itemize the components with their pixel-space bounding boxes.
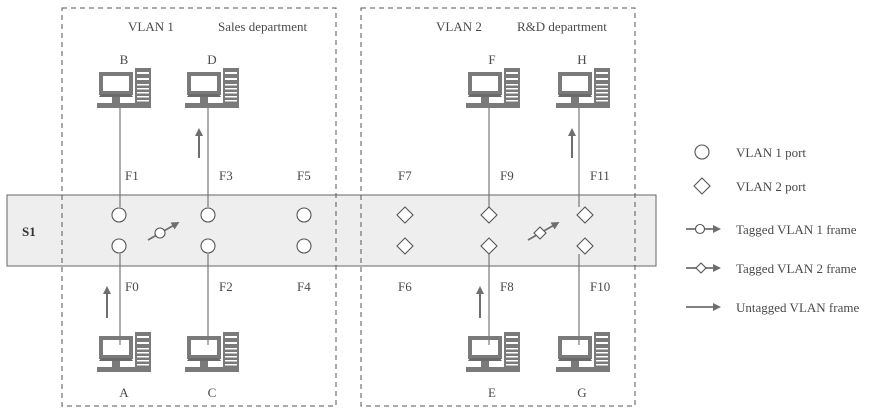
port-f0-circle-icon bbox=[111, 238, 127, 254]
port-f10-diamond-icon bbox=[576, 237, 594, 255]
port-f2-circle-icon bbox=[200, 238, 216, 254]
tagged-vlan2-frame-icon bbox=[527, 222, 560, 241]
port-f9-diamond-icon bbox=[480, 206, 498, 224]
vlan2-department: R&D department bbox=[517, 19, 607, 34]
host-g bbox=[556, 332, 610, 372]
port-label-f1: F1 bbox=[125, 168, 139, 183]
legend-label-tagged-vlan2: Tagged VLAN 2 frame bbox=[736, 261, 857, 276]
host-label-e: E bbox=[488, 385, 496, 400]
host-b bbox=[97, 68, 151, 108]
legend-label-untagged: Untagged VLAN frame bbox=[736, 300, 859, 315]
legend-tagged-diamond-arrow-icon bbox=[686, 262, 721, 274]
port-f1-circle-icon bbox=[111, 207, 127, 223]
port-label-f0: F0 bbox=[125, 279, 139, 294]
host-e bbox=[466, 332, 520, 372]
switch-label: S1 bbox=[22, 224, 36, 239]
port-label-f10: F10 bbox=[590, 279, 610, 294]
host-label-g: G bbox=[577, 385, 586, 400]
port-f4-circle-icon bbox=[296, 238, 312, 254]
port-label-f6: F6 bbox=[398, 279, 412, 294]
legend-label-tagged-vlan1: Tagged VLAN 1 frame bbox=[736, 222, 857, 237]
port-label-f2: F2 bbox=[219, 279, 233, 294]
port-label-f4: F4 bbox=[297, 279, 311, 294]
legend-label-vlan2-port: VLAN 2 port bbox=[736, 179, 806, 194]
port-f5-circle-icon bbox=[296, 207, 312, 223]
legend-tagged-circle-arrow-icon bbox=[686, 223, 721, 235]
vlan1-area bbox=[61, 7, 337, 407]
port-f3-circle-icon bbox=[200, 207, 216, 223]
port-f6-diamond-icon bbox=[396, 237, 414, 255]
legend-label-vlan1-port: VLAN 1 port bbox=[736, 145, 806, 160]
host-d bbox=[185, 68, 239, 108]
legend: VLAN 1 port VLAN 2 port Tagged VLAN 1 fr… bbox=[686, 144, 859, 315]
port-label-f7: F7 bbox=[398, 168, 412, 183]
switch-band bbox=[6, 194, 657, 267]
port-label-f11: F11 bbox=[590, 168, 610, 183]
host-label-b: B bbox=[120, 52, 129, 67]
port-label-f3: F3 bbox=[219, 168, 233, 183]
tagged-vlan1-frame-icon bbox=[147, 222, 180, 241]
vlan1-title: VLAN 1 bbox=[128, 19, 174, 34]
host-h bbox=[556, 68, 610, 108]
host-label-a: A bbox=[119, 385, 129, 400]
legend-circle-icon bbox=[694, 144, 710, 160]
host-label-c: C bbox=[208, 385, 217, 400]
port-label-f9: F9 bbox=[500, 168, 514, 183]
vlan1-department: Sales department bbox=[218, 19, 308, 34]
legend-diamond-icon bbox=[693, 177, 711, 195]
host-label-f: F bbox=[488, 52, 495, 67]
host-f bbox=[466, 68, 520, 108]
port-label-f8: F8 bbox=[500, 279, 514, 294]
host-label-h: H bbox=[577, 52, 586, 67]
port-f8-diamond-icon bbox=[480, 237, 498, 255]
port-f11-diamond-icon bbox=[576, 206, 594, 224]
vlan2-title: VLAN 2 bbox=[436, 19, 482, 34]
port-label-f5: F5 bbox=[297, 168, 311, 183]
port-f7-diamond-icon bbox=[396, 206, 414, 224]
host-label-d: D bbox=[207, 52, 216, 67]
vlan2-area bbox=[360, 7, 636, 407]
host-a bbox=[97, 332, 151, 372]
host-c bbox=[185, 332, 239, 372]
